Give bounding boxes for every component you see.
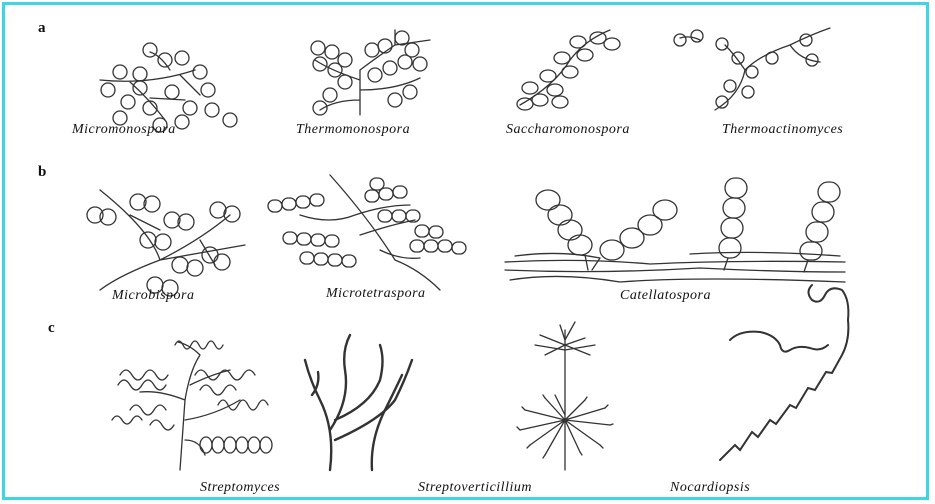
nocardiopsis-drawing — [720, 285, 848, 460]
microtetraspora-drawing — [268, 175, 466, 290]
caption-thermomonospora: Thermomonospora — [296, 122, 410, 138]
caption-catellatospora: Catellatospora — [620, 288, 711, 304]
caption-streptoverticillium: Streptoverticillium — [418, 480, 532, 496]
saccharomonospora-drawing — [517, 30, 620, 110]
streptomyces-drawing — [112, 341, 272, 470]
caption-microtetraspora: Microtetraspora — [326, 286, 426, 302]
caption-micromonospora: Micromonospora — [72, 122, 176, 138]
thermomonospora-drawing — [311, 30, 430, 115]
caption-saccharomonospora: Saccharomonospora — [506, 122, 630, 138]
panel-label-b: b — [38, 164, 46, 181]
micromonospora-drawing — [100, 43, 237, 132]
streptoverticillium-drawing — [517, 322, 613, 470]
panel-label-a: a — [38, 20, 46, 37]
streptomyces-chains-drawing — [305, 335, 412, 470]
microbispora-drawing — [87, 190, 245, 296]
caption-nocardiopsis: Nocardiopsis — [670, 480, 750, 496]
caption-streptomyces: Streptomyces — [200, 480, 280, 496]
catellatospora-drawing — [505, 178, 845, 282]
panel-label-c: c — [48, 320, 55, 337]
caption-thermoactinomyces: Thermoactinomyces — [722, 122, 843, 138]
thermoactinomyces-drawing — [674, 28, 830, 110]
caption-microbispora: Microbispora — [112, 288, 194, 304]
